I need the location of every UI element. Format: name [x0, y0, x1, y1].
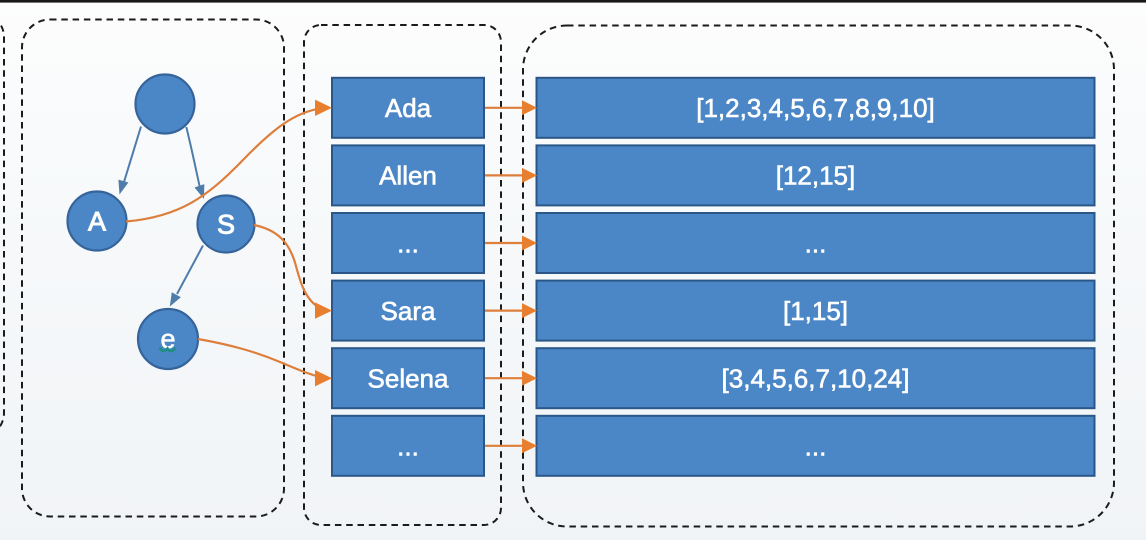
svg-text:A: A — [88, 207, 106, 237]
svg-text:[3,4,5,6,7,10,24]: [3,4,5,6,7,10,24] — [722, 364, 910, 394]
svg-text:Ada: Ada — [385, 93, 432, 123]
svg-text:[1,2,3,4,5,6,7,8,9,10]: [1,2,3,4,5,6,7,8,9,10] — [696, 93, 935, 123]
svg-text:...: ... — [397, 431, 419, 461]
svg-text:...: ... — [397, 229, 419, 259]
svg-text:[12,15]: [12,15] — [776, 161, 856, 191]
svg-text:...: ... — [805, 431, 827, 461]
svg-text:...: ... — [805, 229, 827, 259]
svg-text:S: S — [217, 210, 235, 240]
svg-text:Sara: Sara — [381, 296, 436, 326]
svg-text:e: e — [160, 324, 175, 354]
svg-text:Selena: Selena — [368, 364, 449, 394]
svg-text:Allen: Allen — [379, 161, 437, 191]
svg-text:[1,15]: [1,15] — [783, 296, 848, 326]
